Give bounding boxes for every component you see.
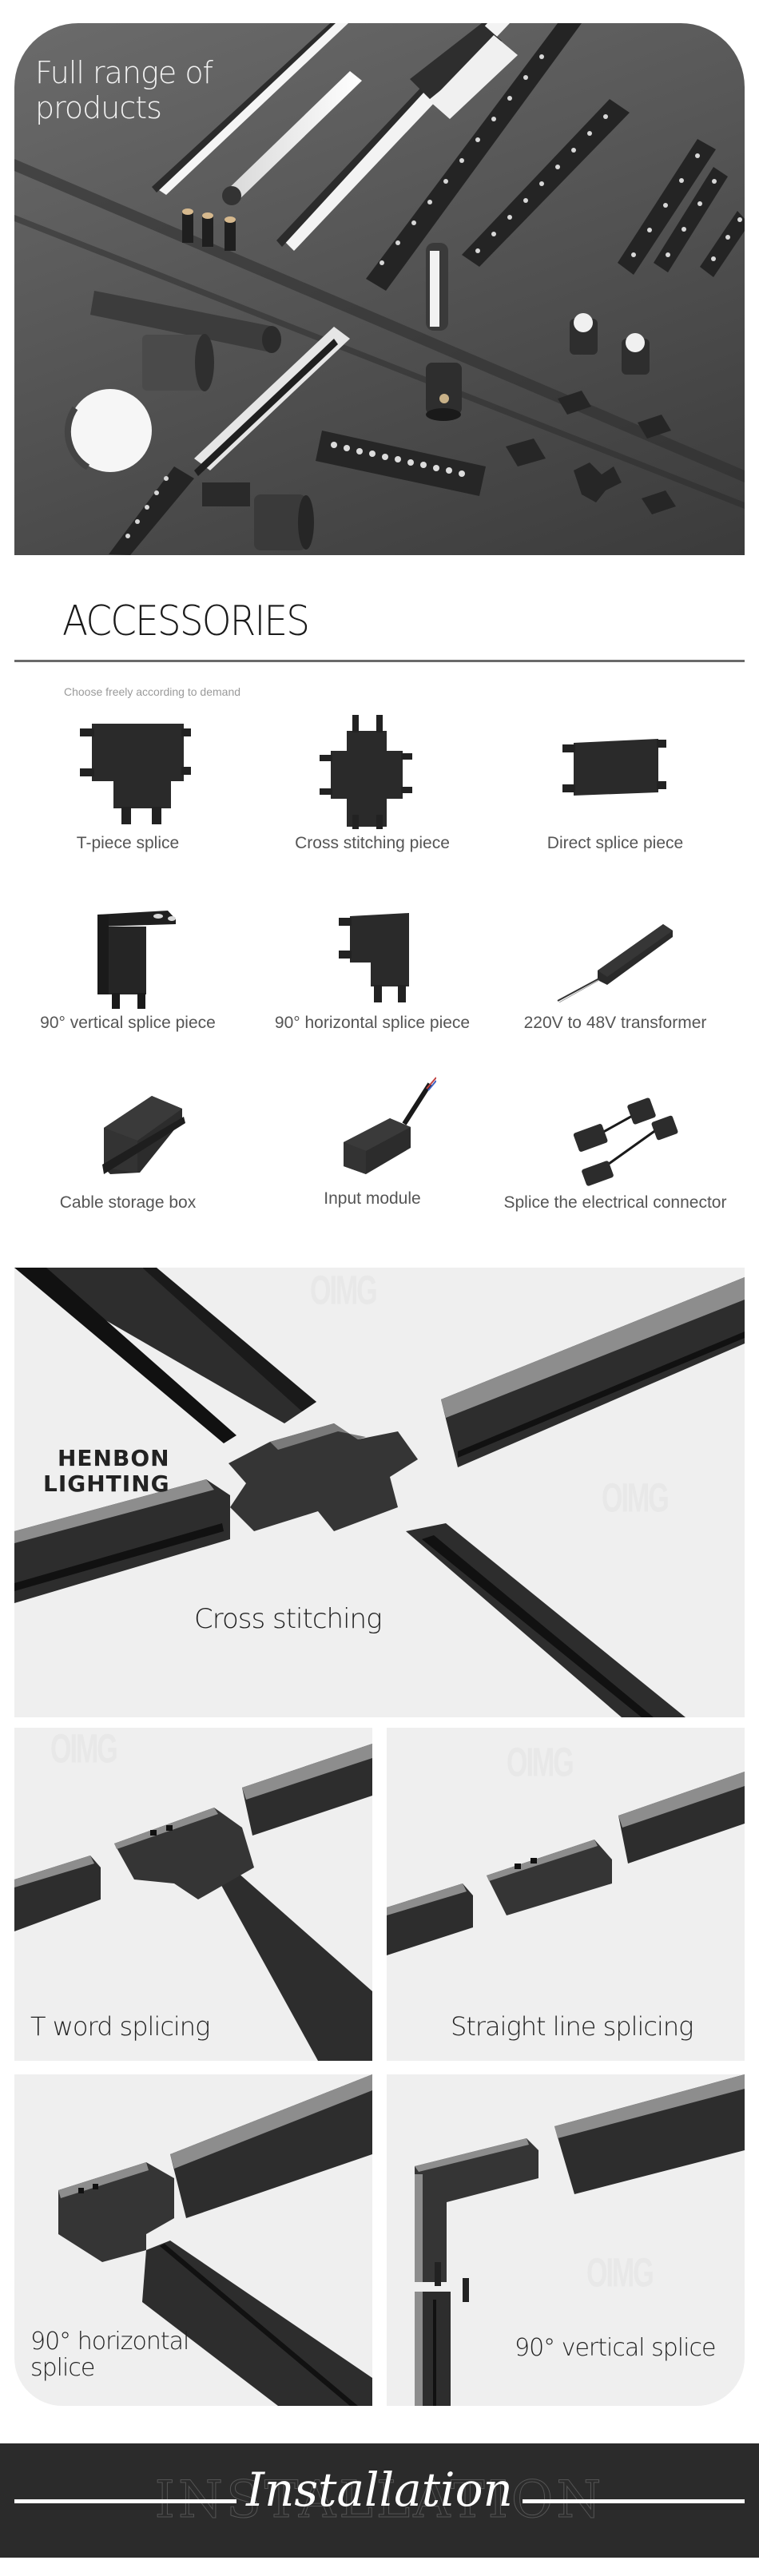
- vertical-splice-label: 90° vertical splice: [515, 2334, 716, 2362]
- accessory-label: 90° vertical splice piece: [40, 1014, 216, 1032]
- transformer-icon: [557, 924, 673, 1003]
- t-word-splicing-label: T word splicing: [30, 2011, 210, 2042]
- watermark: OIMG: [586, 2250, 654, 2296]
- cross-stitching-label: Cross stitching: [194, 1603, 382, 1635]
- cross-splice-illustration: [14, 1268, 745, 1717]
- horizontal-splice-label-line2: splice: [30, 2354, 95, 2382]
- accessory-cable-storage-box: Cable storage box: [8, 1078, 248, 1213]
- installation-line-left: [14, 2499, 236, 2503]
- vertical-splice-piece-icon: [97, 911, 176, 1009]
- t-word-splicing-panel: OIMG T word splicing: [14, 1728, 372, 2061]
- accessories-subtitle: Choose freely according to demand: [64, 685, 241, 698]
- horizontal-splice-label-line1: 90° horizontal: [30, 2328, 189, 2356]
- cross-stitching-panel: OIMG OIMG Cross stitching: [14, 1268, 745, 1717]
- accessory-label: Input module: [324, 1189, 421, 1208]
- accessory-label: Cable storage box: [59, 1193, 197, 1212]
- installation-line-right: [523, 2499, 745, 2503]
- accessories-divider: [14, 660, 745, 662]
- accessory-input-module: Input module: [252, 1074, 492, 1209]
- installation-title: Installation: [246, 2463, 513, 2517]
- cable-storage-box-icon: [102, 1096, 185, 1174]
- watermark: OIMG: [50, 1728, 118, 1772]
- brand-line1: HENBON: [58, 1445, 170, 1471]
- vertical-splice-panel: OIMG 90° vertical splice: [387, 2074, 745, 2406]
- accessory-label: 90° horizontal splice piece: [274, 1014, 471, 1032]
- straight-splice-illustration: [387, 1772, 745, 1955]
- accessories-heading: ACCESSORIES: [62, 597, 310, 645]
- installation-banner: INSTALLATION Installation: [0, 2443, 759, 2558]
- accessory-transformer: 220V to 48V transformer: [495, 907, 735, 1033]
- hero-title-line2: products: [35, 90, 162, 125]
- straight-line-splicing-panel: OIMG Straight line splicing: [387, 1728, 745, 2061]
- electrical-connector-icon: [573, 1097, 678, 1186]
- accessory-label: 220V to 48V transformer: [523, 1014, 707, 1032]
- straight-line-splicing-label: Straight line splicing: [451, 2011, 693, 2042]
- accessory-t-piece-splice: T-piece splice: [8, 719, 248, 853]
- horizontal-splice-piece-icon: [339, 913, 409, 1002]
- accessory-label: T-piece splice: [76, 834, 180, 852]
- input-module-icon: [344, 1077, 436, 1174]
- hero-product-image: Full range of products: [14, 23, 745, 555]
- horizontal-splice-panel: 90° horizontal splice: [14, 2074, 372, 2406]
- horizontal-splice-label: 90° horizontal splice: [30, 2328, 189, 2381]
- cross-stitching-piece-icon: [320, 715, 412, 829]
- watermark: OIMG: [310, 1268, 378, 1314]
- accessory-vertical-splice-piece: 90° vertical splice piece: [8, 907, 248, 1033]
- accessory-direct-splice-piece: Direct splice piece: [495, 719, 735, 853]
- accessory-horizontal-splice-piece: 90° horizontal splice piece: [252, 907, 492, 1033]
- vertical-splice-illustration: [415, 2074, 745, 2406]
- products-illustration: [14, 23, 745, 555]
- t-piece-splice-icon: [80, 724, 191, 824]
- accessory-cross-stitching-piece: Cross stitching piece: [252, 715, 492, 853]
- horizontal-splice-illustration: [58, 2074, 372, 2406]
- accessory-label: Cross stitching piece: [295, 834, 450, 852]
- watermark: OIMG: [602, 1475, 670, 1522]
- watermark: OIMG: [507, 1740, 574, 1786]
- brand-logo: HENBON LIGHTING: [43, 1446, 170, 1497]
- hero-title: Full range of products: [35, 55, 213, 125]
- hero-title-line1: Full range of: [35, 55, 213, 90]
- accessory-electrical-connector: Splice the electrical connector: [495, 1078, 735, 1213]
- accessory-label: Splice the electrical connector: [503, 1193, 727, 1212]
- accessory-label: Direct splice piece: [546, 834, 684, 852]
- brand-line2: LIGHTING: [43, 1471, 170, 1497]
- t-splice-illustration: [14, 1744, 372, 2061]
- direct-splice-piece-icon: [562, 739, 666, 796]
